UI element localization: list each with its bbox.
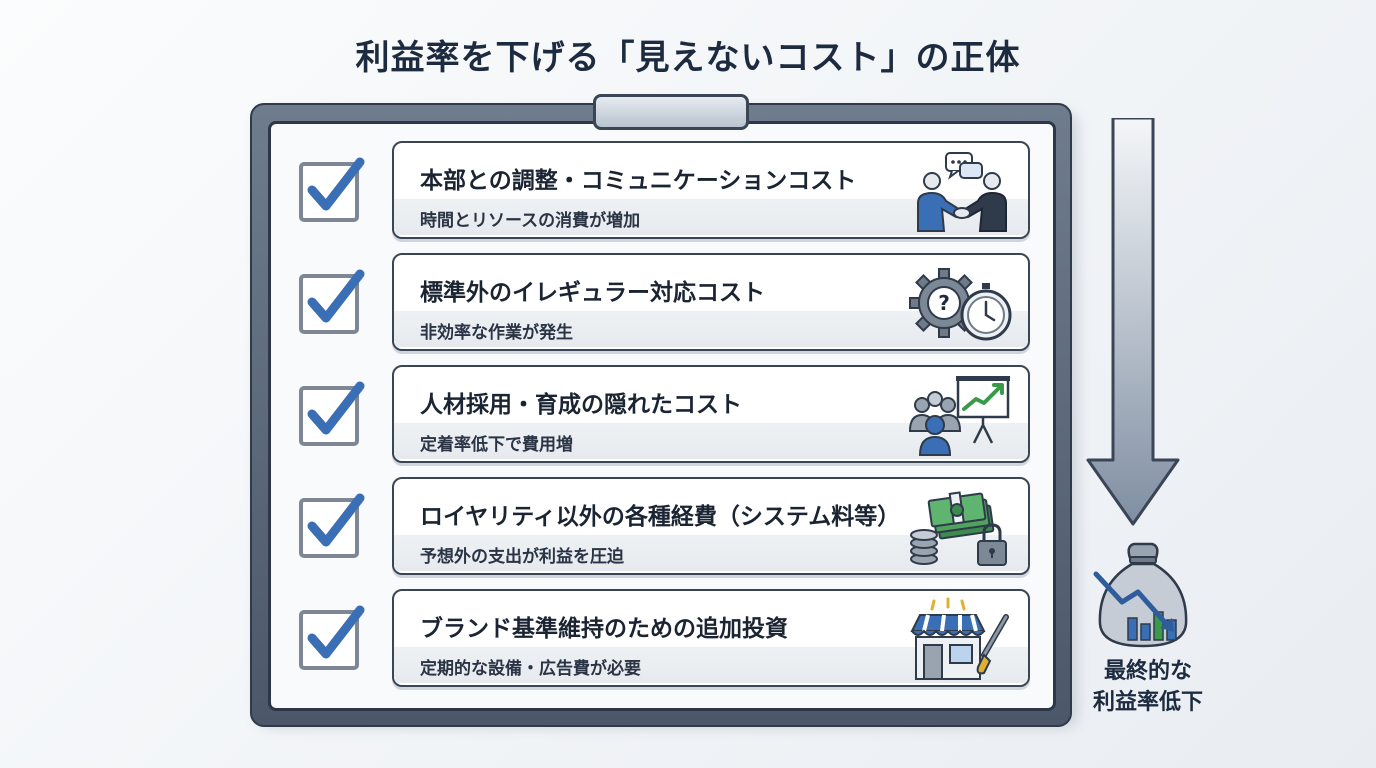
cost-item-subtitle: 時間とリソースの消費が増加 [420, 211, 641, 231]
cost-item-title: ブランド基準維持のための追加投資 [420, 616, 788, 642]
cost-item-card: 人材採用・育成の隠れたコスト 定着率低下で費用増 [392, 365, 1030, 463]
money-bag-decline-icon [1093, 542, 1188, 648]
page-title: 利益率を下げる「見えないコスト」の正体 [355, 38, 1021, 78]
cost-item-subtitle: 予想外の支出が利益を圧迫 [420, 547, 624, 567]
cost-item-subtitle: 定着率低下で費用増 [420, 435, 573, 455]
cost-item-subtitle: 非効率な作業が発生 [420, 323, 573, 343]
decline-arrow-icon [1086, 118, 1180, 526]
handshake-icon [917, 152, 1007, 232]
final-result-label: 最終的な 利益率低下 [1078, 656, 1218, 718]
final-result-line1: 最終的な [1103, 659, 1192, 684]
cost-item-title: 標準外のイレギュラー対応コスト [420, 280, 765, 306]
cost-item-card: ブランド基準維持のための追加投資 定期的な設備・広告費が必要 [392, 589, 1030, 687]
checkbox-checked-icon [299, 269, 365, 334]
cost-item-title: 本部との調整・コミュニケーションコスト [420, 168, 857, 194]
cost-item-title: ロイヤリティ以外の各種経費（システム料等） [420, 504, 901, 530]
cost-item-card: 標準外のイレギュラー対応コスト 非効率な作業が発生 ? [392, 253, 1030, 351]
gear-stopwatch-icon: ? [909, 268, 1012, 341]
cost-item-card: 本部との調整・コミュニケーションコスト 時間とリソースの消費が増加 [392, 141, 1030, 239]
checkbox-checked-icon [299, 605, 365, 670]
checkbox-checked-icon [299, 381, 365, 446]
storefront-brush-icon [910, 597, 1009, 680]
cost-item-card: ロイヤリティ以外の各種経費（システム料等） 予想外の支出が利益を圧迫 [392, 477, 1030, 575]
svg-text:?: ? [938, 291, 950, 315]
checkbox-checked-icon [299, 157, 365, 222]
training-presentation-icon [908, 376, 1010, 456]
cost-item-subtitle: 定期的な設備・広告費が必要 [420, 659, 641, 679]
checkbox-checked-icon [299, 493, 365, 558]
cost-item-title: 人材採用・育成の隠れたコスト [420, 392, 742, 418]
final-result-line2: 利益率低下 [1092, 690, 1203, 715]
clipboard-clip [593, 94, 749, 130]
money-lock-icon [910, 491, 1007, 566]
